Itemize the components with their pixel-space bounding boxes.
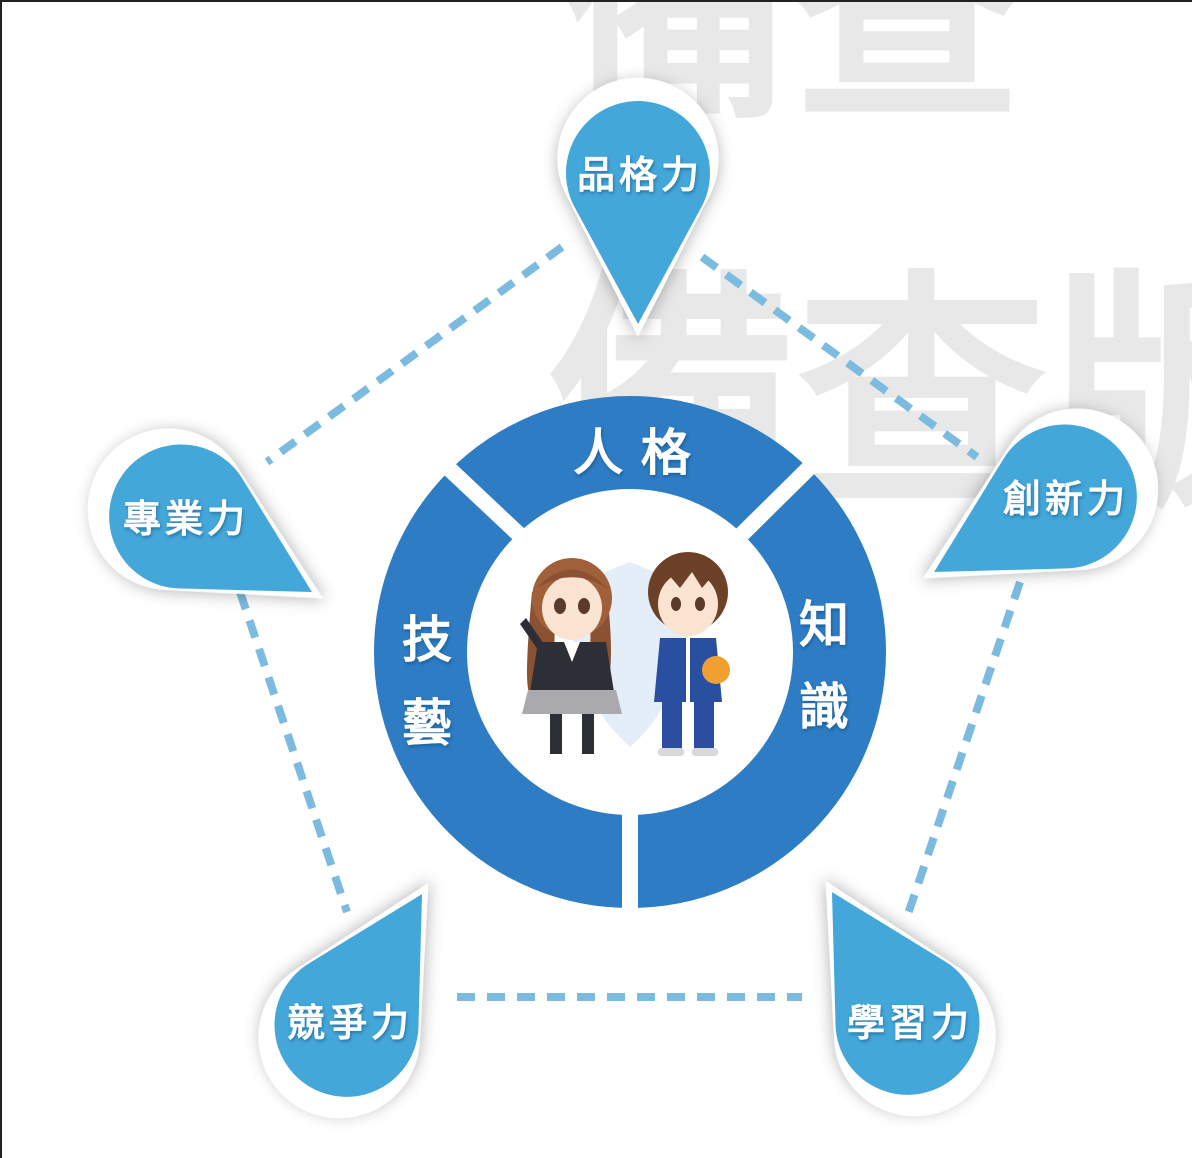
pin-label-innovation: 創新力 <box>1003 477 1129 521</box>
pin-learning <box>825 881 996 1117</box>
boy-eye-right <box>695 597 705 611</box>
ring-dividers <box>436 454 823 912</box>
ring-divider-left <box>436 456 533 548</box>
boy-leg-left <box>662 702 682 752</box>
girl-face <box>542 576 602 640</box>
pin-innovation <box>923 408 1159 579</box>
boy-jacket-zip <box>686 638 690 702</box>
boy-eye-left <box>671 597 681 611</box>
pin-learning-shape <box>832 892 980 1095</box>
girl-student <box>520 558 622 754</box>
girl-blazer <box>530 642 614 692</box>
pin-label-competitive: 競爭力 <box>287 1001 413 1045</box>
dash-line-top-right <box>699 253 980 461</box>
boy-leg-right <box>694 702 714 752</box>
girl-skirt <box>522 690 622 714</box>
boy-shoe-left <box>658 748 684 756</box>
ring-label-knowledge-1: 知 <box>799 596 849 654</box>
ring-label-skills-1: 技 <box>402 611 452 669</box>
girl-leg-left <box>550 714 562 754</box>
pin-character-shape <box>566 101 710 324</box>
pin-professional <box>87 428 323 599</box>
girl-eye-right <box>578 598 590 614</box>
dash-line-left <box>236 590 351 914</box>
pin-label-learning: 學習力 <box>847 1001 973 1045</box>
girl-eye-left <box>554 598 566 614</box>
pin-label-professional: 專業力 <box>123 497 249 541</box>
boy-student <box>648 552 730 756</box>
boy-face <box>658 572 718 636</box>
dash-line-right <box>903 580 1024 919</box>
girl-collar <box>564 642 580 662</box>
pin-professional-shape <box>109 444 312 592</box>
pin-competitive-shape <box>274 894 422 1097</box>
boy-bangs <box>652 564 726 588</box>
pin-label-character: 品格力 <box>577 153 703 197</box>
boy-basketball <box>702 656 730 684</box>
student-characters <box>520 552 730 756</box>
girl-bangs <box>537 569 609 590</box>
ring-divider-right <box>728 454 823 548</box>
boy-shoe-right <box>692 748 718 756</box>
ring-label-skills-2: 藝 <box>402 694 452 752</box>
pin-competitive <box>258 883 429 1119</box>
ring-label-knowledge-2: 識 <box>799 678 849 736</box>
girl-leg-right <box>582 714 594 754</box>
ring-label-personality: 人 格 <box>573 424 691 482</box>
pin-innovation-shape <box>934 424 1137 572</box>
dash-line-top-left <box>264 243 565 466</box>
girl-arm-raised <box>520 618 544 650</box>
dashed-pentagon <box>236 243 1024 1001</box>
pin-character <box>557 77 719 337</box>
